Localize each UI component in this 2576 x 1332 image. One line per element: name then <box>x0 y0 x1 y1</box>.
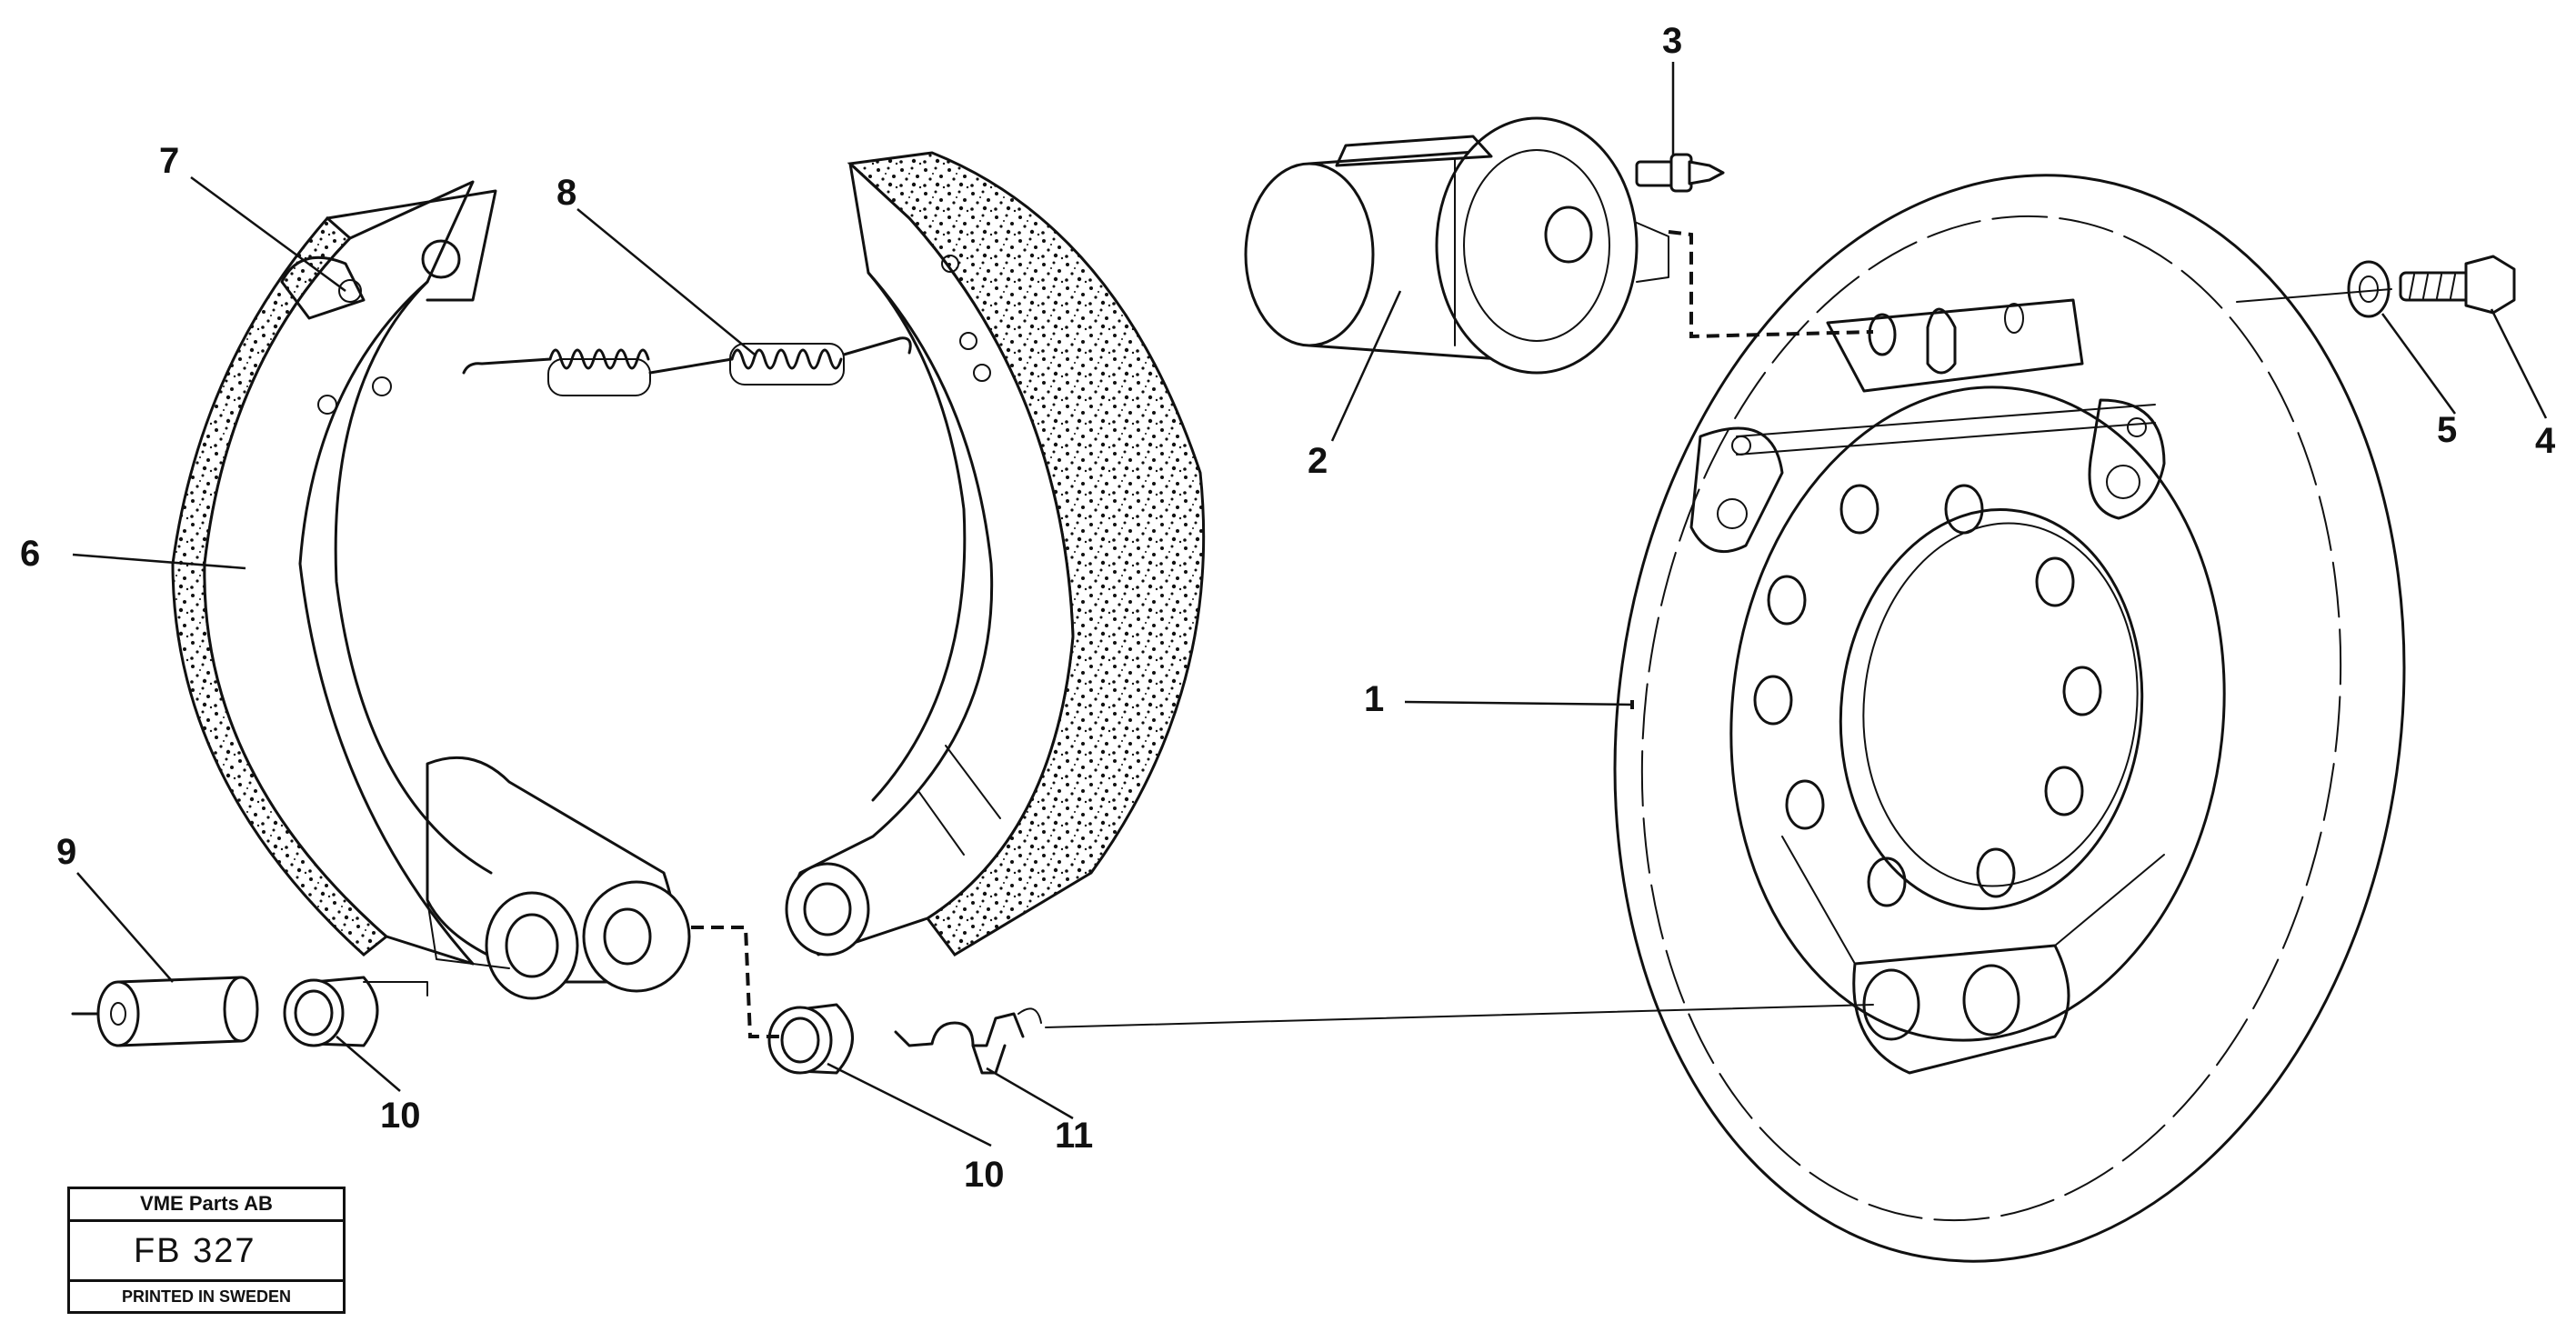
wheel-cylinder <box>1244 116 1669 375</box>
callout-10-left: 10 <box>380 1096 421 1136</box>
callout-labels: 1 2 3 4 5 6 7 8 9 10 10 11 <box>20 21 2556 1195</box>
return-springs <box>462 336 912 396</box>
company-name: VME Parts AB <box>70 1189 343 1222</box>
bolt <box>2399 255 2516 315</box>
printed-in-label: PRINTED IN SWEDEN <box>121 1287 291 1306</box>
bushing-right <box>767 1003 854 1075</box>
callout-3: 3 <box>1662 21 1682 61</box>
callout-9: 9 <box>56 832 76 872</box>
drawing-code: FB 327 <box>70 1222 343 1282</box>
backing-plate <box>1613 174 2406 1263</box>
bleeder-screw <box>1635 153 1725 193</box>
bushing-left <box>283 976 379 1047</box>
callout-4: 4 <box>2535 421 2556 461</box>
callout-10-right: 10 <box>964 1155 1005 1195</box>
callout-6: 6 <box>20 534 40 574</box>
callout-11: 11 <box>1055 1116 1093 1156</box>
leader-lines <box>72 62 2548 1147</box>
callout-8: 8 <box>556 173 576 213</box>
anchor-pin <box>71 976 259 1047</box>
bolt-holes <box>1753 484 2102 907</box>
callout-2: 2 <box>1308 441 1328 481</box>
callout-5: 5 <box>2437 410 2457 450</box>
callout-7: 7 <box>159 141 179 181</box>
title-block: VME Parts AB FB 327 PRINTED IN SWEDEN <box>67 1187 346 1314</box>
brake-shoe-left <box>171 180 691 1000</box>
callout-1: 1 <box>1364 679 1384 719</box>
brake-shoe-right <box>785 151 1206 956</box>
retaining-clip <box>894 1007 1042 1075</box>
